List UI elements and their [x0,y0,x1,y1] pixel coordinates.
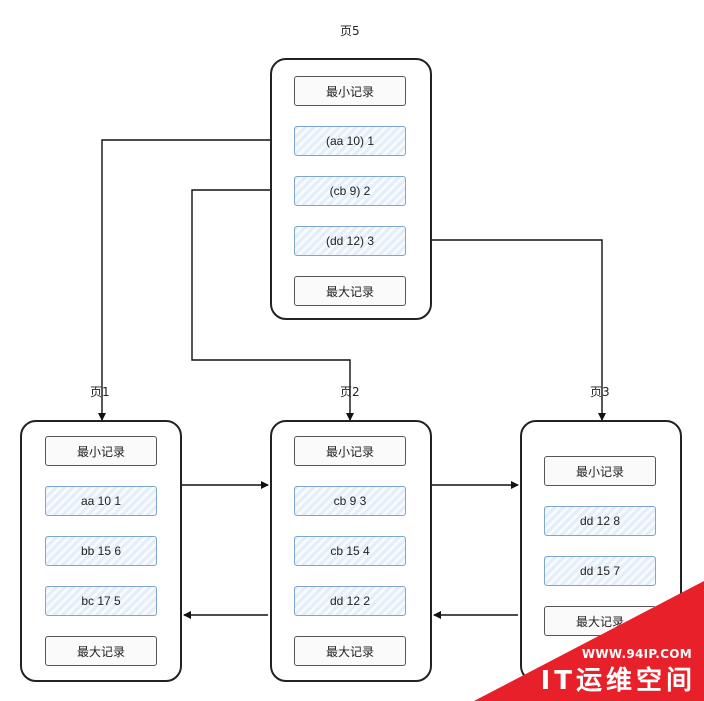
page3-record-2: dd 15 7 [544,556,656,586]
page1-label: 页1 [90,385,110,399]
page2-min-record: 最小记录 [294,436,406,466]
page3-min-record: 最小记录 [544,456,656,486]
watermark-url: WWW.94IP.COM [581,647,692,661]
page5-record-1: (aa 10) 1 [294,126,406,156]
page5-max-record: 最大记录 [294,276,406,306]
page1-max-record: 最大记录 [45,636,157,666]
page5-label: 页5 [340,24,360,38]
page2-label: 页2 [340,385,360,399]
page5-record-2: (cb 9) 2 [294,176,406,206]
page3-label: 页3 [590,385,610,399]
page3-record-1: dd 12 8 [544,506,656,536]
page2-record-1: cb 9 3 [294,486,406,516]
page2-record-2: cb 15 4 [294,536,406,566]
arrow-to-page3 [406,239,606,421]
page1-min-record: 最小记录 [45,436,157,466]
watermark: WWW.94IP.COM IT运维空间 [474,581,704,701]
arrow-to-page2 [191,189,354,421]
page2-record-3: dd 12 2 [294,586,406,616]
page5-min-record: 最小记录 [294,76,406,106]
page1-record-1: aa 10 1 [45,486,157,516]
watermark-ribbon [474,581,704,701]
arrow-to-page1 [98,139,295,421]
watermark-brand: IT运维空间 [540,666,696,696]
page2-max-record: 最大记录 [294,636,406,666]
page1-record-2: bb 15 6 [45,536,157,566]
page5-record-3: (dd 12) 3 [294,226,406,256]
page1-record-3: bc 17 5 [45,586,157,616]
